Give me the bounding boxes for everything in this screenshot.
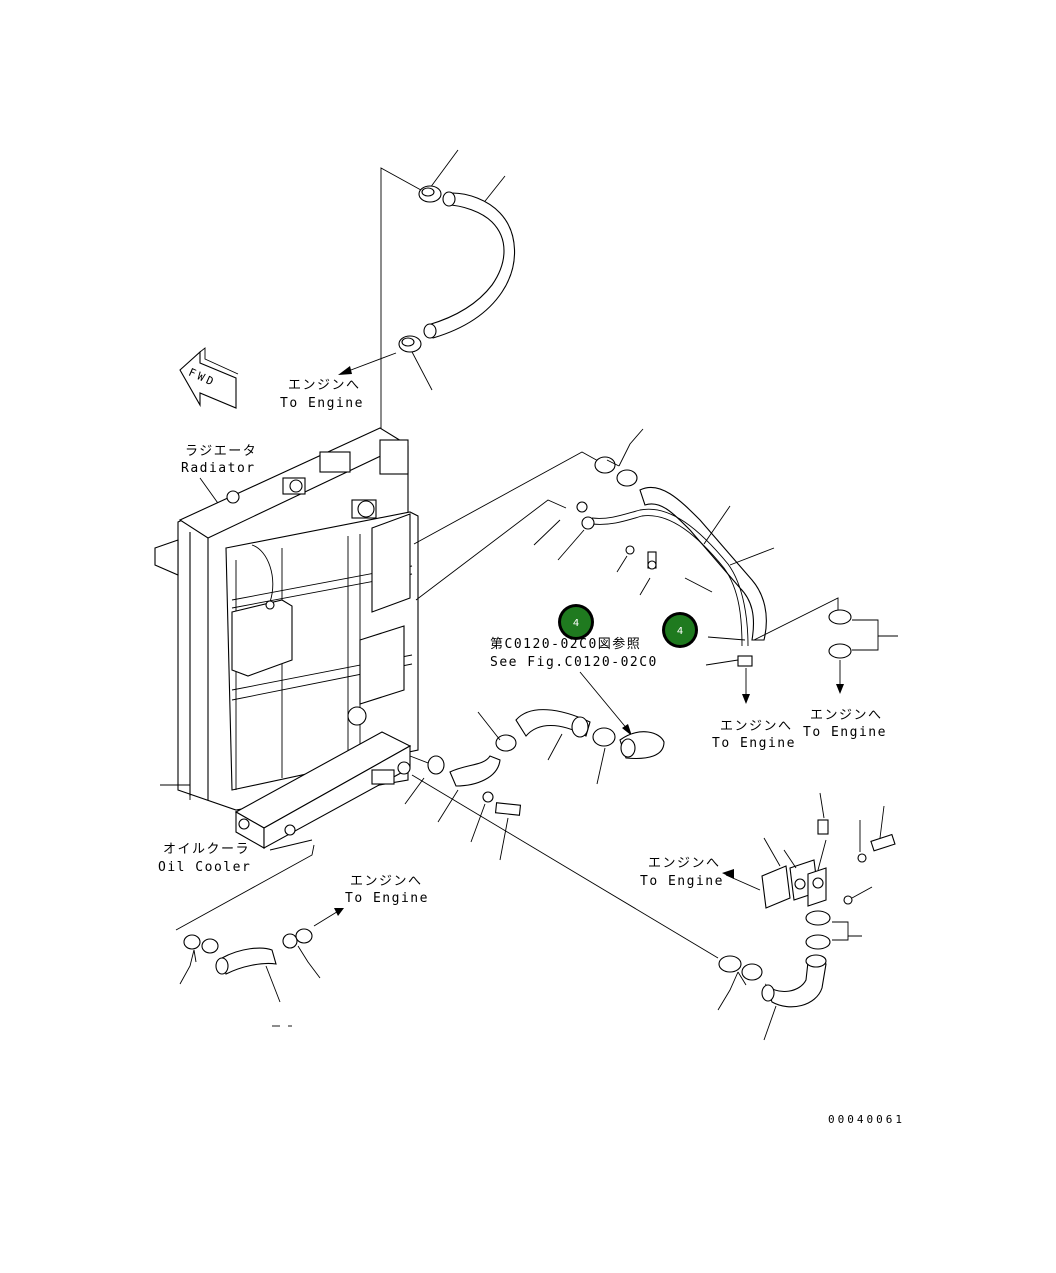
radiator-jp-label: ラジエータ bbox=[185, 444, 257, 459]
see-fig-jp-label: 第C0120-02C0図参照 bbox=[490, 636, 641, 652]
oil-cooler-assembly bbox=[234, 731, 412, 851]
to-engine-right-jp-label: エンジンへ bbox=[648, 856, 721, 871]
right-clamp-pair bbox=[828, 609, 898, 694]
radiator-assembly bbox=[154, 427, 419, 811]
bottom-right-hose bbox=[717, 954, 827, 1041]
lower-right-flange-group bbox=[722, 792, 896, 950]
hotspot-1-fill bbox=[561, 607, 591, 637]
hotspot-marker-1[interactable]: 4 bbox=[558, 604, 594, 640]
to-engine-right-en-label: To Engine bbox=[640, 874, 724, 889]
see-fig-leader bbox=[579, 671, 629, 731]
oil-cooler-jp-label: オイルクーラ bbox=[163, 842, 250, 857]
to-engine-mid1-jp-label: エンジンへ bbox=[720, 719, 793, 734]
to-engine-mid2-jp-label: エンジンへ bbox=[810, 708, 883, 723]
to-engine-mid2-en-label: To Engine bbox=[803, 725, 887, 740]
leader-line bbox=[413, 451, 601, 545]
hotspot-2-label: 4 bbox=[677, 626, 683, 637]
hotspot-2-fill bbox=[665, 615, 695, 645]
to-engine-top-en-label: To Engine bbox=[280, 396, 364, 411]
hotspot-1-label: 4 bbox=[573, 618, 579, 629]
to-engine-top-jp-label: エンジンへ bbox=[288, 378, 361, 393]
see-fig-en-label: See Fig.C0120-02C0 bbox=[490, 655, 658, 670]
to-engine-mid1-en-label: To Engine bbox=[712, 736, 796, 751]
leader-line bbox=[411, 774, 719, 959]
radiator-en-label: Radiator bbox=[181, 461, 256, 476]
fwd-arrow-icon: FWD bbox=[179, 347, 239, 409]
bottom-left-hose bbox=[175, 844, 344, 1027]
leader-line bbox=[415, 499, 567, 601]
oil-cooler-en-label: Oil Cooler bbox=[158, 860, 251, 875]
middle-hose-group bbox=[404, 709, 665, 861]
hotspot-marker-2[interactable]: 4 bbox=[662, 612, 698, 648]
upper-right-hose-group bbox=[533, 428, 839, 704]
drawing-number: 00040061 bbox=[828, 1113, 905, 1126]
to-engine-bottom-jp-label: エンジンへ bbox=[350, 874, 423, 889]
upper-hose-assembly bbox=[338, 149, 516, 430]
to-engine-bottom-en-label: To Engine bbox=[345, 891, 429, 906]
